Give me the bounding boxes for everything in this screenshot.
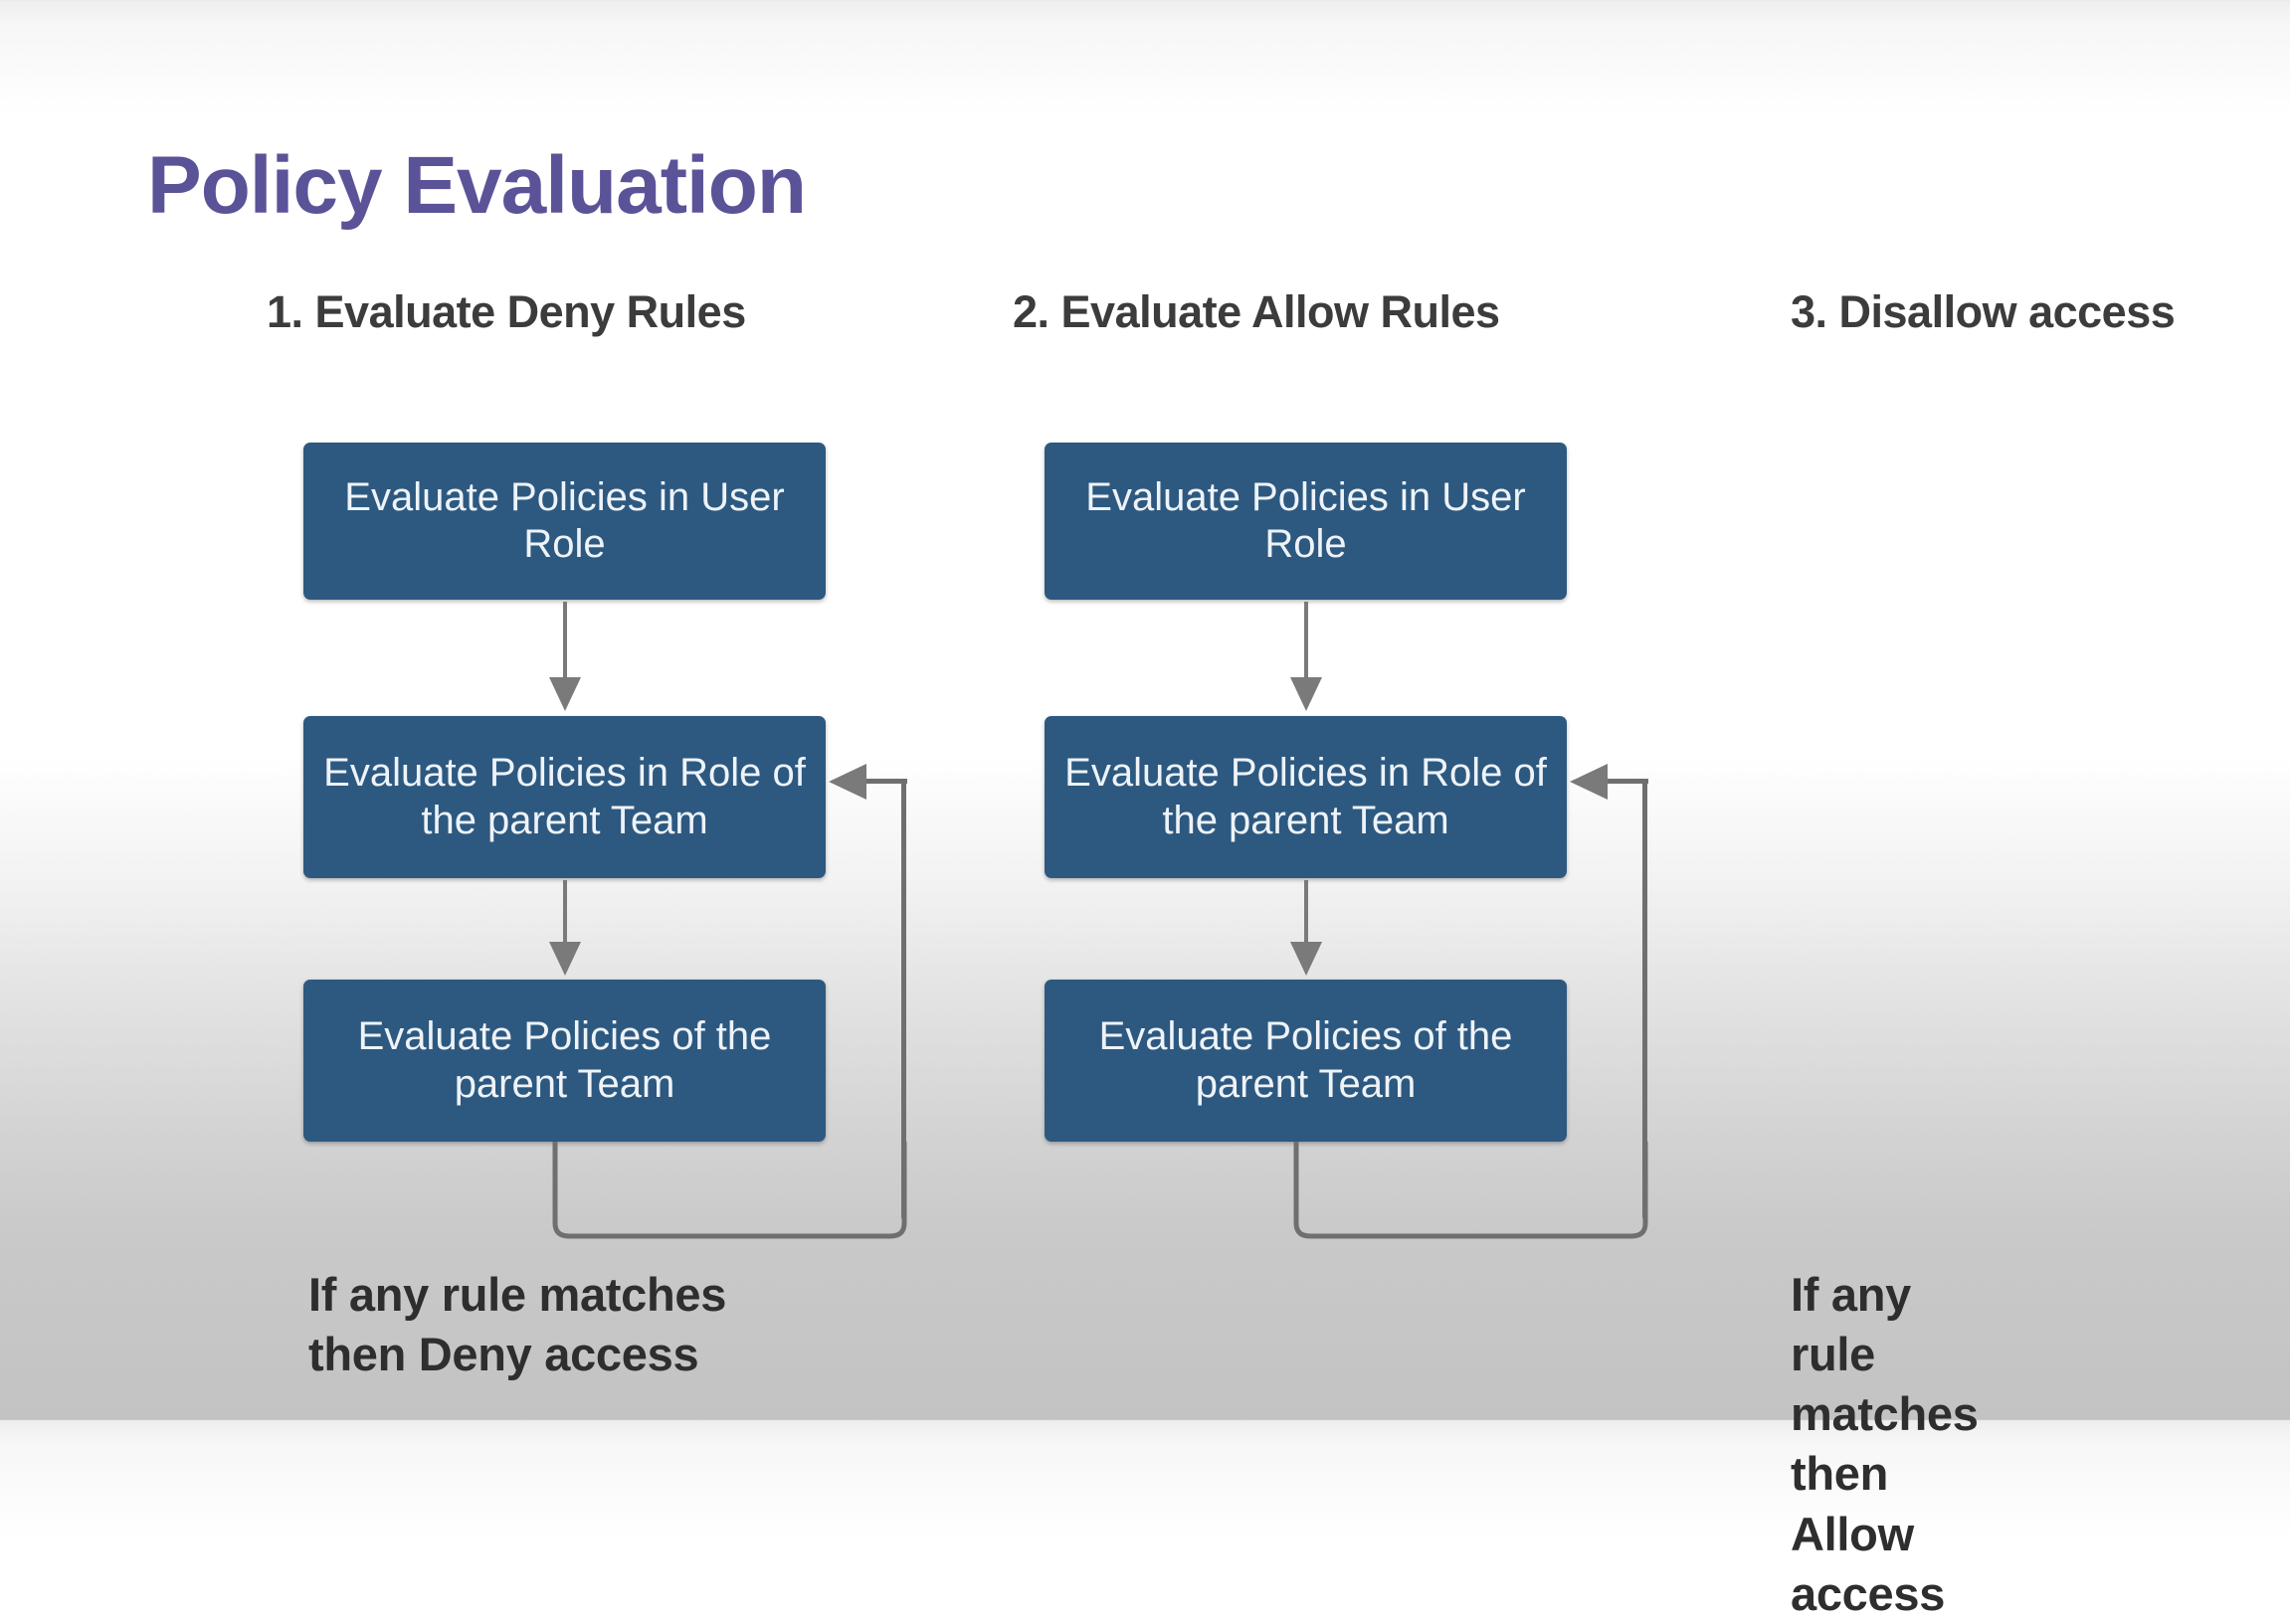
loop-connector-top xyxy=(1605,779,1648,784)
flow-column-deny-rules: Evaluate Policies in User Role Evaluate … xyxy=(0,0,907,1420)
flow-box-evaluate-policies-parent-team: Evaluate Policies of the parent Team xyxy=(1045,980,1567,1142)
page-title: Policy Evaluation xyxy=(147,140,807,231)
loop-connector-top xyxy=(863,779,907,784)
policy-evaluation-slide: Policy Evaluation 1. Evaluate Deny Rules… xyxy=(0,0,2176,1620)
step-header-evaluate-deny-rules: 1. Evaluate Deny Rules xyxy=(267,286,746,337)
caption-allow-access: If any rule matches then Allow access xyxy=(1791,1268,1979,1620)
arrow-head xyxy=(1290,677,1322,711)
arrow-head xyxy=(549,677,581,711)
arrow-down-icon xyxy=(547,602,583,713)
arrow-shaft xyxy=(563,602,567,681)
arrow-head xyxy=(549,942,581,976)
arrow-shaft xyxy=(1304,602,1308,681)
step-header-disallow-access: 3. Disallow access xyxy=(1791,286,2176,337)
flow-box-evaluate-policies-parent-team: Evaluate Policies of the parent Team xyxy=(303,980,826,1142)
loop-path-icon xyxy=(1293,1142,1648,1239)
arrow-down-icon xyxy=(1288,880,1324,978)
flow-column-allow-rules: Evaluate Policies in User Role Evaluate … xyxy=(741,0,1979,1620)
arrow-head xyxy=(1290,942,1322,976)
arrow-shaft xyxy=(1304,880,1308,946)
caption-deny-access: If any rule matches then Deny access xyxy=(308,1268,727,1381)
loop-arrow-head-icon xyxy=(829,764,866,800)
loop-connector-riser xyxy=(901,781,906,1218)
flow-box-evaluate-policies-user-role: Evaluate Policies in User Role xyxy=(303,443,826,600)
flow-box-evaluate-policies-user-role: Evaluate Policies in User Role xyxy=(1045,443,1567,600)
arrow-shaft xyxy=(563,880,567,946)
arrow-down-icon xyxy=(547,880,583,978)
arrow-down-icon xyxy=(1288,602,1324,713)
loop-connector-riser xyxy=(1642,781,1647,1218)
flow-box-evaluate-policies-parent-team-role: Evaluate Policies in Role of the parent … xyxy=(303,716,826,878)
flow-box-evaluate-policies-parent-team-role: Evaluate Policies in Role of the parent … xyxy=(1045,716,1567,878)
loop-connector-bottom xyxy=(1293,1142,1651,1251)
loop-arrow-head-icon xyxy=(1570,764,1608,800)
step-header-evaluate-allow-rules: 2. Evaluate Allow Rules xyxy=(1013,286,1500,337)
